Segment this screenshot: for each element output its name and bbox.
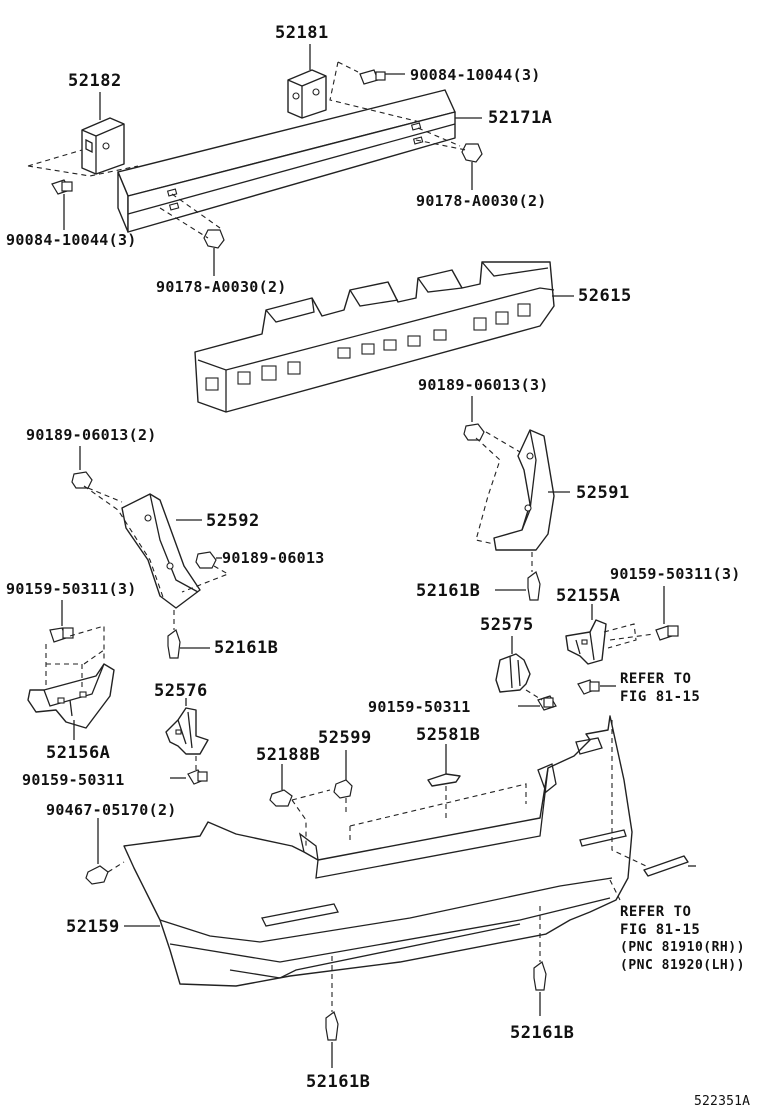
- label-52188b: 52188B: [256, 745, 321, 765]
- label-90189-side: 90189-06013: [222, 549, 325, 567]
- bumper-cover-52159[interactable]: [123, 715, 633, 987]
- label-52181: 52181: [275, 23, 329, 43]
- screw-90159-right-lower[interactable]: [537, 695, 557, 711]
- clip-90189-left-side[interactable]: [195, 551, 217, 569]
- refer-note-1-line1: REFER TO: [620, 671, 692, 687]
- retainer-52591[interactable]: [493, 429, 555, 551]
- label-52592: 52592: [206, 511, 260, 531]
- retainer-52592[interactable]: [121, 493, 201, 609]
- label-90159-left: 90159-50311(3): [6, 580, 137, 598]
- label-52171a: 52171A: [488, 108, 553, 128]
- label-52182: 52182: [68, 71, 122, 91]
- label-52155a: 52155A: [556, 586, 621, 606]
- clip-52161b-bottom-right[interactable]: [533, 961, 547, 991]
- label-52156a: 52156A: [46, 743, 111, 763]
- label-52599: 52599: [318, 728, 372, 748]
- refer-note-2-line4: (PNC 81920(LH)): [620, 958, 745, 973]
- bracket-52156a[interactable]: [27, 663, 115, 729]
- label-52575: 52575: [480, 615, 534, 635]
- label-52576: 52576: [154, 681, 208, 701]
- grommet-52188b[interactable]: [269, 789, 293, 807]
- label-52161b-bottom-right: 52161B: [510, 1023, 575, 1043]
- label-90189-left: 90189-06013(2): [26, 426, 157, 444]
- refer-note-1-line2: FIG 81-15: [620, 689, 701, 705]
- clip-52161b-left[interactable]: [167, 629, 181, 659]
- label-90159-right-upper: 90159-50311(3): [610, 565, 741, 583]
- label-90084-left: 90084-10044(3): [6, 231, 137, 249]
- bracket-52576[interactable]: [165, 707, 209, 755]
- energy-absorber-52615[interactable]: [194, 261, 555, 413]
- clip-90467[interactable]: [85, 865, 109, 885]
- label-90178-left: 90178-A0030(2): [156, 278, 287, 296]
- bracket-52181[interactable]: [287, 69, 327, 119]
- screw-90159-left[interactable]: [49, 627, 74, 643]
- nut-90178-left[interactable]: [203, 229, 225, 249]
- pad-52581b[interactable]: [427, 773, 461, 787]
- label-90159-lower: 90159-50311: [22, 771, 125, 789]
- bumper-reinforcement-52171a[interactable]: [117, 89, 456, 233]
- refer-note-2-line2: FIG 81-15: [620, 922, 701, 938]
- label-90467: 90467-05170(2): [46, 801, 177, 819]
- nut-90178-right[interactable]: [461, 143, 483, 163]
- bolt-90084-left[interactable]: [51, 179, 73, 195]
- clip-90189-right[interactable]: [463, 423, 485, 441]
- clip-52599[interactable]: [333, 779, 353, 799]
- label-52591: 52591: [576, 483, 630, 503]
- diagram-id: 522351A: [694, 1094, 751, 1109]
- label-90178-right: 90178-A0030(2): [416, 192, 547, 210]
- fastener-refer-81-15[interactable]: [577, 679, 600, 695]
- clip-90189-left-top[interactable]: [71, 471, 93, 489]
- bracket-52182[interactable]: [81, 117, 125, 175]
- label-52615: 52615: [578, 286, 632, 306]
- label-52161b-left: 52161B: [214, 638, 279, 658]
- label-52581b: 52581B: [416, 725, 481, 745]
- bolt-90084-right[interactable]: [359, 69, 386, 85]
- label-90159-right-lower: 90159-50311: [368, 698, 471, 716]
- reflector-refer-81-15[interactable]: [643, 855, 689, 877]
- refer-note-2-line3: (PNC 81910(RH)): [620, 940, 745, 955]
- label-52161b-right: 52161B: [416, 581, 481, 601]
- clip-52161b-bottom-left[interactable]: [325, 1011, 339, 1041]
- label-52161b-bottom-left: 52161B: [306, 1072, 371, 1092]
- label-90189-right: 90189-06013(3): [418, 376, 549, 394]
- label-90084-right: 90084-10044(3): [410, 66, 541, 84]
- screw-90159-lower[interactable]: [187, 769, 208, 785]
- refer-note-2-line1: REFER TO: [620, 904, 692, 920]
- clip-52161b-right[interactable]: [527, 571, 541, 601]
- label-52159: 52159: [66, 917, 120, 937]
- bracket-52155a[interactable]: [565, 619, 607, 665]
- screw-90159-right-upper[interactable]: [655, 625, 679, 641]
- bracket-52575[interactable]: [495, 653, 531, 693]
